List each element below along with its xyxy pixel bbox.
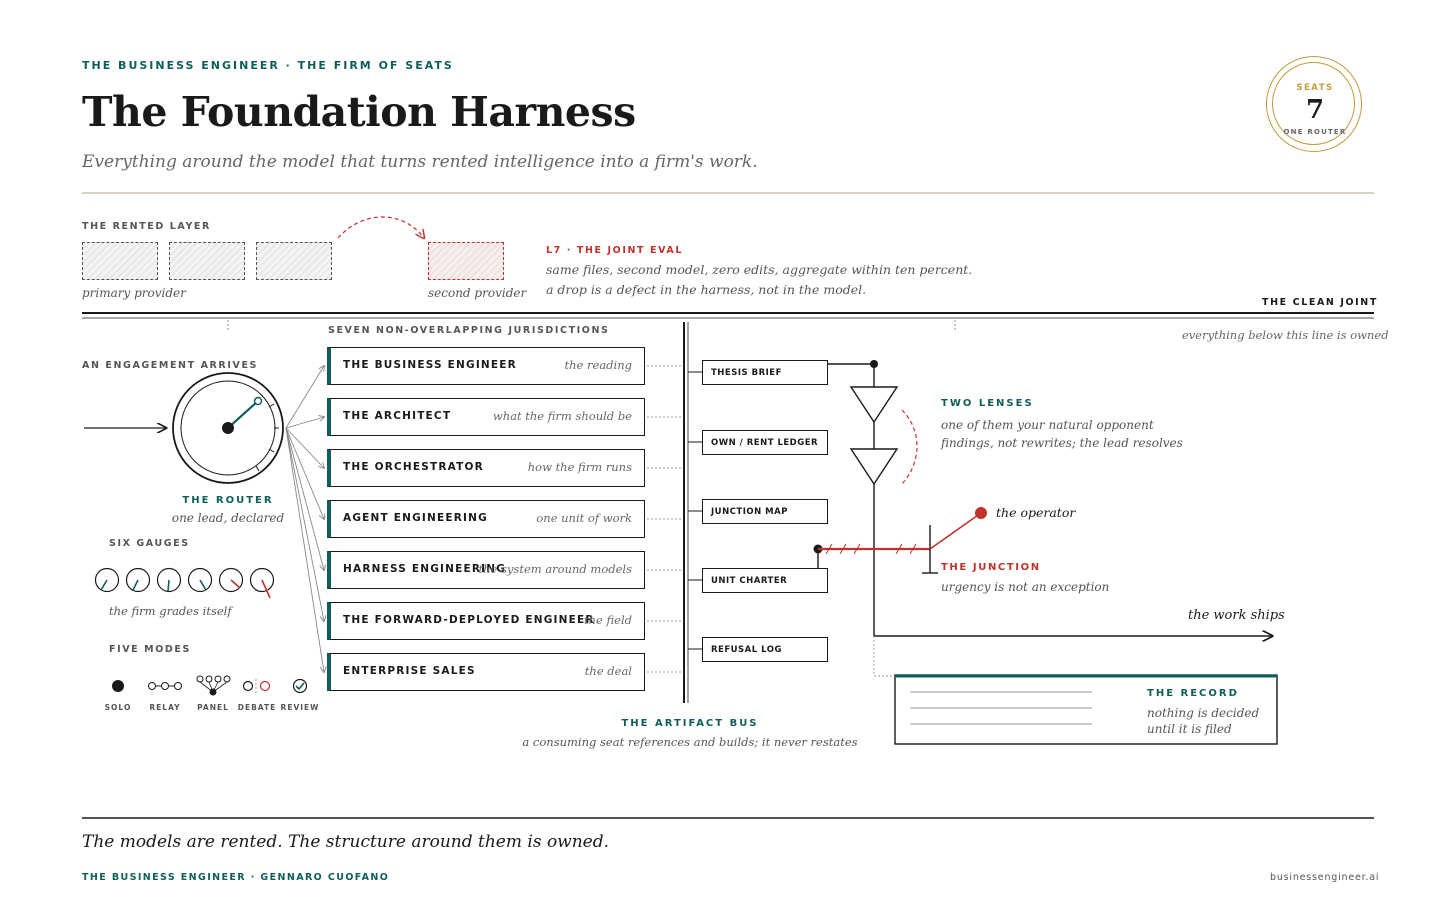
joint-eval-title: L7 · THE JOINT EVAL — [546, 245, 684, 256]
record-line1: nothing is decided — [1147, 706, 1260, 720]
gauges-caption: the firm grades itself — [109, 604, 232, 618]
artifact-bus-caption: a consuming seat references and builds; … — [522, 735, 858, 749]
operator-label: the operator — [996, 505, 1076, 520]
second-provider-label: second provider — [428, 286, 527, 300]
header-divider — [82, 192, 1374, 194]
footer-tagline: The models are rented. The structure aro… — [82, 832, 610, 852]
router-fanout — [285, 366, 324, 672]
gauges-label: SIX GAUGES — [109, 538, 190, 549]
rented-model-box-3 — [256, 242, 332, 280]
artifact-label: JUNCTION MAP — [711, 507, 788, 517]
badge-top: SEATS — [1296, 83, 1334, 93]
record-line2: until it is filed — [1147, 722, 1232, 736]
seats-badge: SEATS 7 ONE ROUTER — [1266, 56, 1362, 152]
joint-eval-line2: a drop is a defect in the harness, not i… — [546, 282, 867, 297]
seat-architect[interactable]: THE ARCHITECT what the firm should be — [327, 398, 645, 436]
seat-desc: the system around models — [478, 562, 632, 576]
seat-name: HARNESS ENGINEERING — [343, 563, 507, 575]
seat-forward-deployed-engineer[interactable]: THE FORWARD-DEPLOYED ENGINEER the field — [327, 602, 645, 640]
artifact-own-rent-ledger[interactable]: OWN / RENT LEDGER — [702, 430, 828, 455]
junction-title: THE JUNCTION — [941, 562, 1041, 573]
footer-byline: THE BUSINESS ENGINEER · GENNARO CUOFANO — [82, 872, 390, 883]
seat-name: THE FORWARD-DEPLOYED ENGINEER — [343, 614, 595, 626]
jurisdictions-label: SEVEN NON-OVERLAPPING JURISDICTIONS — [328, 325, 610, 336]
seat-orchestrator[interactable]: THE ORCHESTRATOR how the firm runs — [327, 449, 645, 487]
lenses-title: TWO LENSES — [941, 398, 1034, 409]
router-subtitle: one lead, declared — [171, 511, 285, 525]
record-box — [894, 674, 1278, 745]
header-kicker: THE BUSINESS ENGINEER · THE FIRM OF SEAT… — [82, 59, 454, 72]
badge-bottom: ONE ROUTER — [1283, 128, 1347, 136]
seat-harness-engineering[interactable]: HARNESS ENGINEERING the system around mo… — [327, 551, 645, 589]
seat-bus-connectors — [647, 365, 683, 673]
router-dial — [172, 372, 284, 484]
artifact-bus-title: THE ARTIFACT BUS — [621, 718, 759, 729]
router-title: THE ROUTER — [182, 495, 274, 506]
seat-name: AGENT ENGINEERING — [343, 512, 488, 524]
swap-arrow — [337, 216, 424, 238]
artifact-label: REFUSAL LOG — [711, 645, 782, 655]
seat-name: THE BUSINESS ENGINEER — [343, 359, 517, 371]
mode-panel: PANEL — [197, 703, 229, 712]
artifact-label: UNIT CHARTER — [711, 576, 788, 586]
rented-model-box-1 — [82, 242, 158, 280]
lenses-line1: one of them your natural opponent — [941, 418, 1154, 432]
footer-site-link[interactable]: businessengineer.ai — [1270, 872, 1380, 883]
seat-desc: how the firm runs — [527, 460, 632, 474]
seat-desc: the field — [583, 613, 632, 627]
seat-desc: the reading — [564, 358, 632, 372]
operator-dot — [975, 507, 987, 519]
artifact-refusal-log[interactable]: REFUSAL LOG — [702, 637, 828, 662]
seat-name: ENTERPRISE SALES — [343, 665, 476, 677]
work-ships-label: the work ships — [1188, 608, 1285, 623]
mode-solo: SOLO — [104, 703, 132, 712]
primary-provider-label: primary provider — [82, 286, 186, 300]
artifact-unit-charter[interactable]: UNIT CHARTER — [702, 568, 828, 593]
mode-debate: DEBATE — [237, 703, 277, 712]
second-provider-box — [428, 242, 504, 280]
artifact-thesis-brief[interactable]: THESIS BRIEF — [702, 360, 828, 385]
rented-model-box-2 — [169, 242, 245, 280]
seat-name: THE ARCHITECT — [343, 410, 452, 422]
seat-desc: the deal — [584, 664, 632, 678]
seat-desc: one unit of work — [536, 511, 632, 525]
joint-eval-line1: same files, second model, zero edits, ag… — [546, 262, 973, 277]
six-gauges — [94, 567, 275, 599]
engagement-label: AN ENGAGEMENT ARRIVES — [82, 360, 258, 371]
lens-1 — [849, 386, 899, 424]
mode-relay: RELAY — [149, 703, 181, 712]
junction-caption: urgency is not an exception — [941, 580, 1110, 594]
rented-layer-label: THE RENTED LAYER — [82, 221, 211, 232]
five-modes-icons — [112, 675, 308, 696]
clean-joint-label: THE CLEAN JOINT — [1262, 297, 1378, 308]
record-title: THE RECORD — [1147, 688, 1239, 699]
seat-name: THE ORCHESTRATOR — [343, 461, 484, 473]
seat-desc: what the firm should be — [492, 409, 632, 423]
seat-enterprise-sales[interactable]: ENTERPRISE SALES the deal — [327, 653, 645, 691]
seat-agent-engineering[interactable]: AGENT ENGINEERING one unit of work — [327, 500, 645, 538]
artifact-junction-map[interactable]: JUNCTION MAP — [702, 499, 828, 524]
lens-2 — [849, 448, 899, 486]
mode-review: REVIEW — [280, 703, 320, 712]
artifact-label: THESIS BRIEF — [711, 368, 782, 378]
artifact-label: OWN / RENT LEDGER — [711, 438, 819, 448]
badge-number: 7 — [1305, 95, 1325, 125]
clean-joint-note: everything below this line is owned — [1182, 328, 1389, 342]
modes-label: FIVE MODES — [109, 644, 191, 655]
page-title: The Foundation Harness — [82, 88, 636, 136]
page-subtitle: Everything around the model that turns r… — [82, 152, 758, 172]
lenses-line2: findings, not rewrites; the lead resolve… — [941, 436, 1183, 450]
seat-business-engineer[interactable]: THE BUSINESS ENGINEER the reading — [327, 347, 645, 385]
